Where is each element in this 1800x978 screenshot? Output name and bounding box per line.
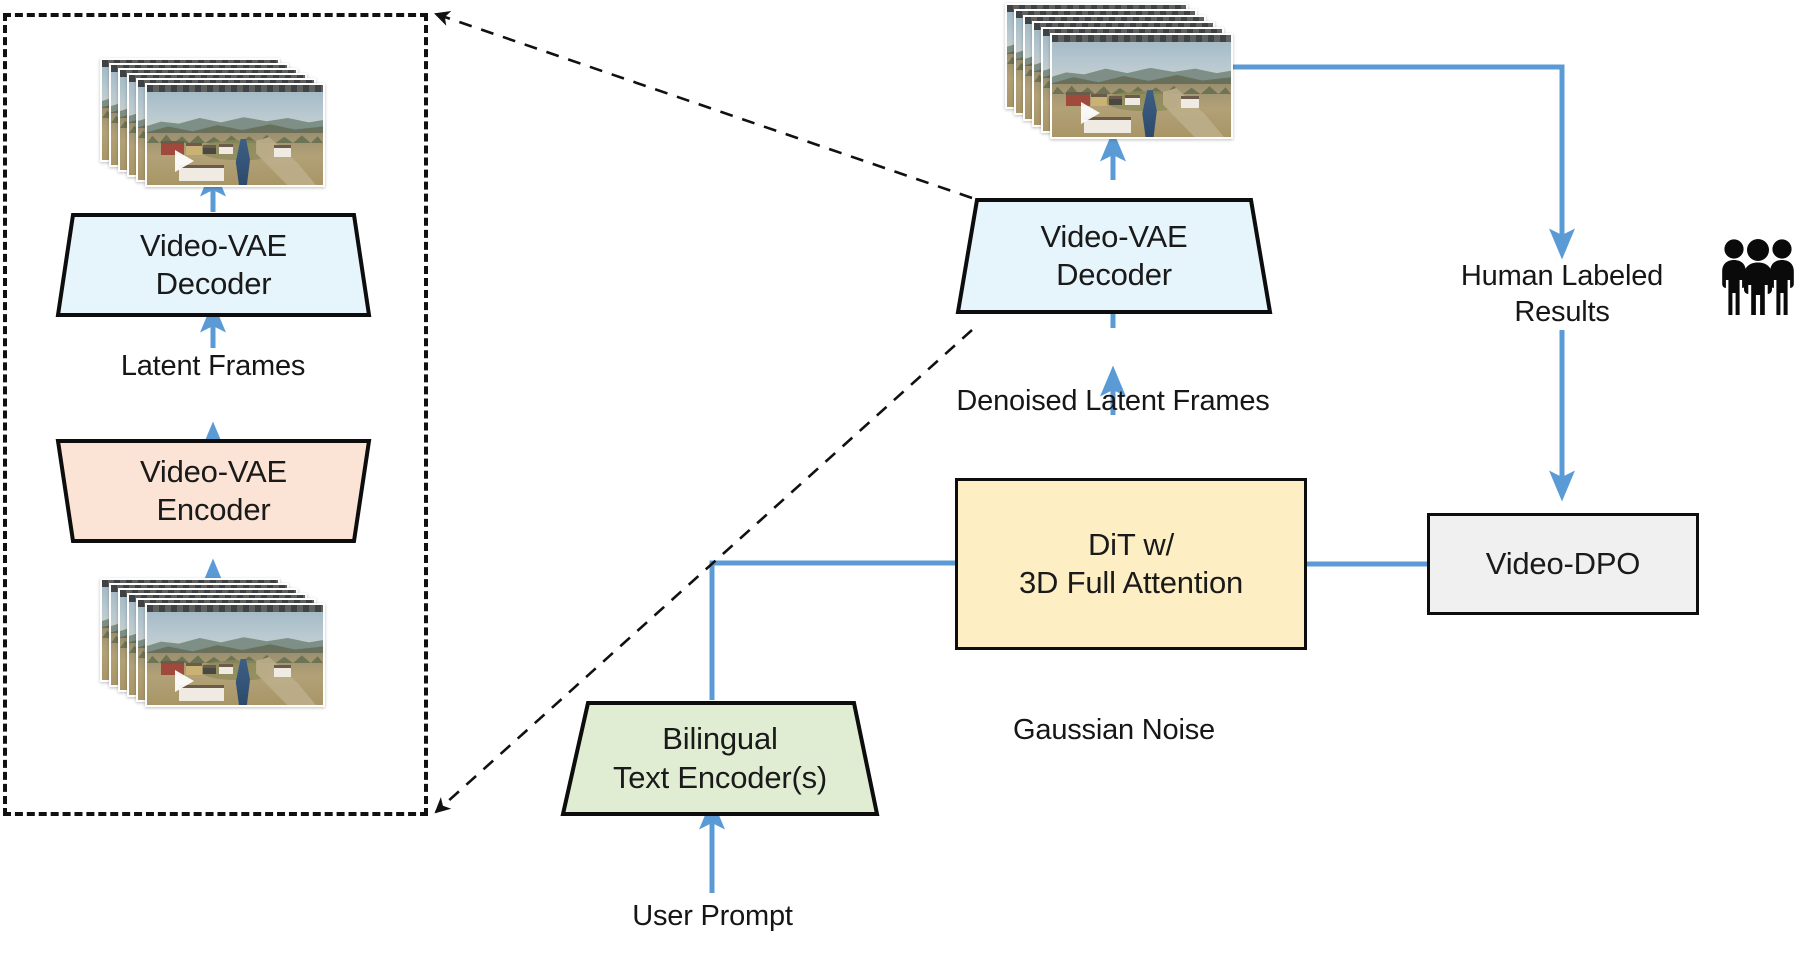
trapezoid-shape xyxy=(55,212,372,318)
node-vae-decoder-right[interactable]: Video-VAE Decoder xyxy=(955,197,1273,315)
node-label: DiT w/ 3D Full Attention xyxy=(1018,526,1244,600)
label-latent-frames: Latent Frames xyxy=(120,350,306,382)
play-triangle-icon xyxy=(175,150,195,172)
label-user-prompt: User Prompt xyxy=(632,900,793,932)
node-vae-decoder-left[interactable]: Video-VAE Decoder xyxy=(55,212,372,318)
label-denoised-latent-frames: Denoised Latent Frames xyxy=(956,385,1270,417)
video-frame-front xyxy=(145,603,325,707)
node-label: Video-DPO xyxy=(1485,545,1641,581)
edge-generatedframes-to-humanlabeled xyxy=(1222,64,1575,260)
node-label: Video-VAE Encoder xyxy=(140,453,287,527)
node-dit[interactable]: DiT w/ 3D Full Attention xyxy=(955,478,1307,650)
play-triangle-icon xyxy=(175,670,195,692)
video-frame-front xyxy=(145,83,325,187)
trapezoid-shape xyxy=(55,438,372,544)
trapezoid-shape xyxy=(955,197,1273,315)
vae-group-dashed-box xyxy=(3,13,428,816)
node-video-dpo[interactable]: Video-DPO xyxy=(1427,513,1699,615)
label-human-labeled-results: Human Labeled Results xyxy=(1460,260,1664,329)
node-label: Video-VAE Decoder xyxy=(1040,218,1188,292)
input-frames-left xyxy=(100,578,325,708)
video-frame-front xyxy=(1050,33,1233,139)
generated-frames-right xyxy=(1005,3,1233,148)
three-people-icon xyxy=(1716,237,1800,315)
label-gaussian-noise: Gaussian Noise xyxy=(1013,714,1215,746)
node-label: Video-VAE Decoder xyxy=(140,227,287,301)
play-triangle-icon xyxy=(1080,101,1100,124)
output-frames-left xyxy=(100,58,325,188)
node-label: Bilingual Text Encoder(s) xyxy=(612,721,828,795)
node-text-encoder[interactable]: Bilingual Text Encoder(s) xyxy=(560,700,880,817)
node-vae-encoder-left[interactable]: Video-VAE Encoder xyxy=(55,438,372,544)
callout-top-dashed xyxy=(434,11,973,200)
